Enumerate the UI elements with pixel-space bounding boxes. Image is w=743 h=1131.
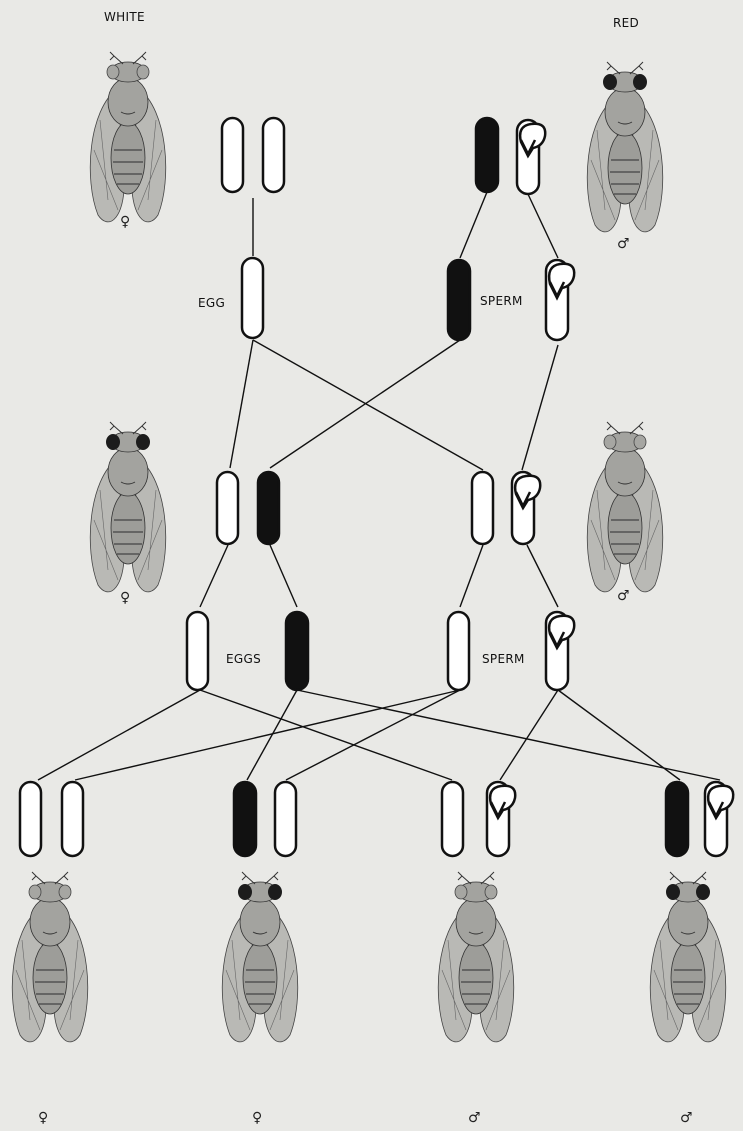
fly-f2-male-red: [649, 871, 727, 1043]
sex-symbol-male: ♂: [617, 588, 630, 604]
sex-symbol-male: ♂: [617, 236, 630, 252]
label-white: WHITE: [104, 10, 145, 24]
sex-symbol-female: ♀: [120, 214, 131, 230]
fly-f1-female-red: [89, 421, 167, 593]
fly-p1-female-white: [89, 51, 167, 223]
label-sperm-mid: SPERM: [482, 652, 525, 666]
label-sperm-top: SPERM: [480, 294, 523, 308]
fly-f2-female-white: [11, 871, 89, 1043]
label-red: RED: [613, 16, 640, 30]
sex-symbol-female: ♀: [38, 1110, 49, 1126]
fly-p1-male-red: [586, 61, 664, 233]
fly-f1-male-white: [586, 421, 664, 593]
sex-symbol-female: ♀: [120, 590, 131, 606]
label-eggs: EGGS: [226, 652, 261, 666]
sex-symbol-male: ♂: [680, 1110, 693, 1126]
sex-symbol-female: ♀: [252, 1110, 263, 1126]
fly-f2-male-white: [437, 871, 515, 1043]
sex-symbol-male: ♂: [468, 1110, 481, 1126]
connection-lines: [37, 191, 721, 781]
fly-f2-female-red: [221, 871, 299, 1043]
label-egg: EGG: [198, 296, 226, 310]
chromosomes: [18, 116, 735, 858]
